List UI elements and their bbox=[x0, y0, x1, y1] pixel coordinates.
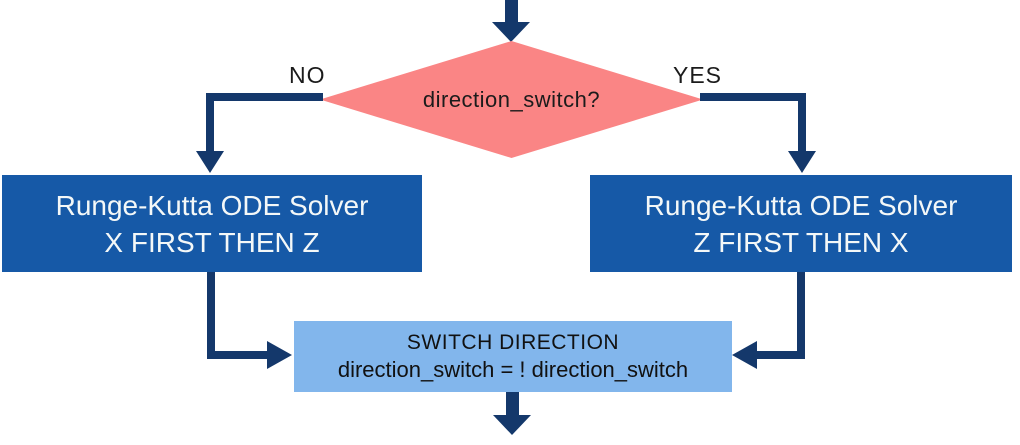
switch-direction-expression: direction_switch = ! direction_switch bbox=[337, 357, 689, 382]
entry-arrow-shaft bbox=[505, 0, 518, 23]
no-arrow-head-icon bbox=[196, 151, 224, 173]
process-box-z-first: Runge-Kutta ODE Solver Z FIRST THEN X bbox=[590, 175, 1012, 272]
no-connector-vertical bbox=[206, 93, 214, 151]
process-box-x-first: Runge-Kutta ODE Solver X FIRST THEN Z bbox=[2, 175, 422, 272]
switch-direction-box: SWITCH DIRECTION direction_switch = ! di… bbox=[294, 321, 732, 392]
process-box-z-first-line1: Runge-Kutta ODE Solver bbox=[644, 189, 958, 221]
branch-label-yes: YES bbox=[673, 62, 723, 88]
exit-arrow-shaft bbox=[506, 392, 519, 416]
no-connector-horizontal bbox=[206, 93, 323, 101]
right-to-switch-horizontal bbox=[757, 351, 805, 359]
entry-arrow-head-icon bbox=[492, 22, 530, 42]
left-to-switch-vertical bbox=[207, 272, 215, 359]
branch-label-no: NO bbox=[289, 62, 326, 88]
exit-arrow-head-icon bbox=[493, 415, 531, 435]
left-to-switch-arrow-head-icon bbox=[267, 341, 292, 369]
yes-connector-horizontal bbox=[700, 93, 806, 101]
process-box-z-first-line2: Z FIRST THEN X bbox=[693, 226, 909, 258]
right-to-switch-arrow-head-icon bbox=[732, 341, 757, 369]
process-box-x-first-line2: X FIRST THEN Z bbox=[104, 226, 320, 258]
decision-diamond: direction_switch? bbox=[320, 41, 703, 158]
process-box-x-first-line1: Runge-Kutta ODE Solver bbox=[55, 189, 369, 221]
left-to-switch-horizontal bbox=[207, 351, 267, 359]
right-to-switch-vertical bbox=[797, 272, 805, 359]
switch-direction-title: SWITCH DIRECTION bbox=[406, 331, 620, 354]
yes-connector-vertical bbox=[798, 93, 806, 151]
decision-label: direction_switch? bbox=[422, 86, 601, 112]
yes-arrow-head-icon bbox=[788, 151, 816, 173]
